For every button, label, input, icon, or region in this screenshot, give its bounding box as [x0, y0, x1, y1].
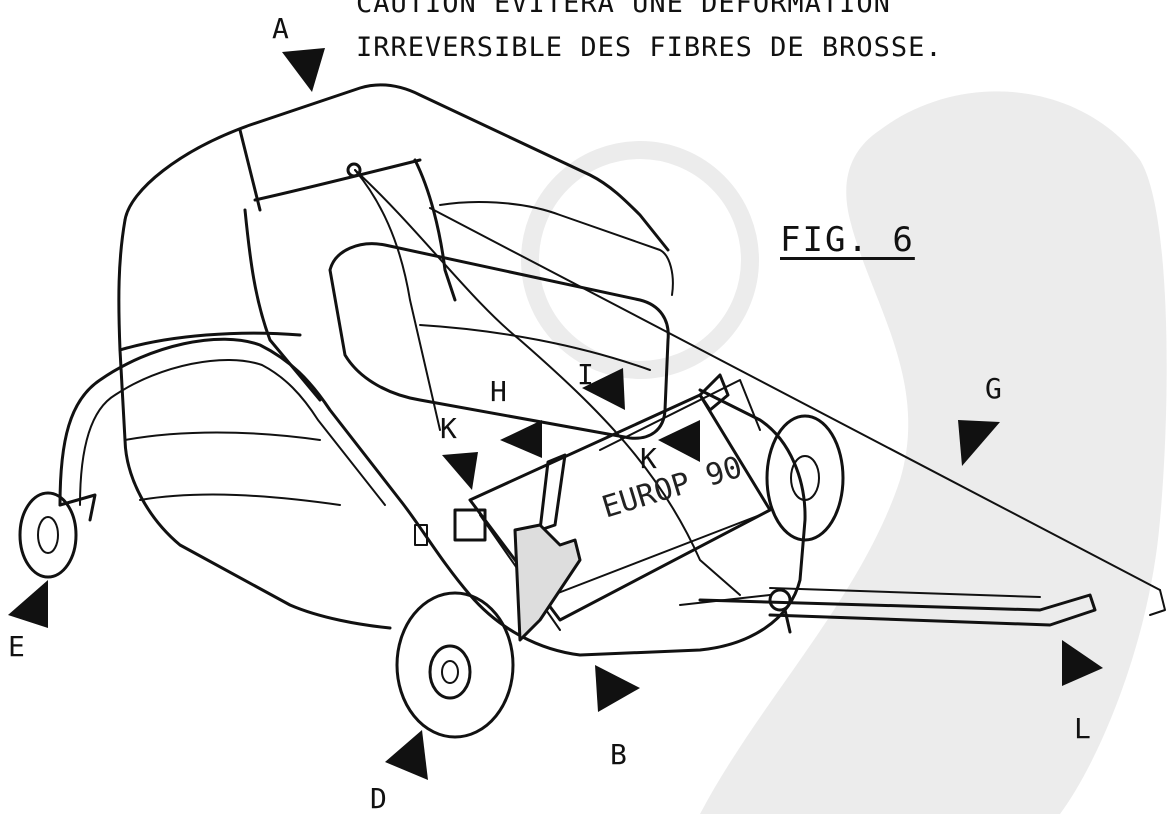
arrow-h [500, 420, 542, 458]
callout-label-d: D [370, 782, 387, 815]
frame-window [328, 242, 670, 440]
tow-bar [698, 593, 1097, 627]
callout-label-k1: K [440, 412, 457, 445]
rear-wheel-right [765, 414, 845, 542]
callout-label-g: G [985, 372, 1002, 405]
callout-label-e: E [8, 630, 25, 663]
callout-label-a: A [272, 12, 289, 45]
hopper-lip [118, 331, 302, 352]
sweeper-drawing [18, 83, 1166, 739]
front-caster [18, 491, 78, 579]
arrow-b [595, 665, 640, 712]
adjustment-lever [538, 453, 567, 532]
callout-label-b: B [610, 738, 627, 771]
callout-label-h: H [490, 375, 507, 408]
arrow-d [385, 730, 428, 780]
hopper-ridge [238, 128, 422, 212]
hopper-top [123, 83, 670, 252]
rear-wheel-left [395, 591, 515, 739]
arrow-g [958, 420, 1000, 466]
callout-label-l: L [1074, 712, 1091, 745]
callout-label-k2: K [640, 442, 657, 475]
arrow-i [582, 368, 625, 410]
callout-arrows [8, 48, 1103, 780]
handle-bar [58, 337, 807, 657]
arrow-k1 [442, 452, 478, 490]
caption-line-2: IRREVERSIBLE DES FIBRES DE BROSSE. [356, 32, 943, 63]
figure-label: FIG. 6 [780, 220, 915, 260]
arrow-l [1062, 640, 1103, 686]
arrow-e [8, 580, 48, 628]
hopper-side [413, 158, 457, 302]
caption-line-1: CAUTION EVITERA UNE DEFORMATION [356, 0, 891, 19]
hopper-front [117, 218, 392, 630]
tow-cable [354, 169, 741, 596]
arrow-a [282, 48, 325, 92]
arrow-k2 [658, 420, 700, 462]
callout-label-i: I [577, 358, 594, 391]
brush-guard [513, 523, 582, 642]
hopper-inner-edge [243, 208, 322, 402]
tow-line [429, 207, 1161, 591]
